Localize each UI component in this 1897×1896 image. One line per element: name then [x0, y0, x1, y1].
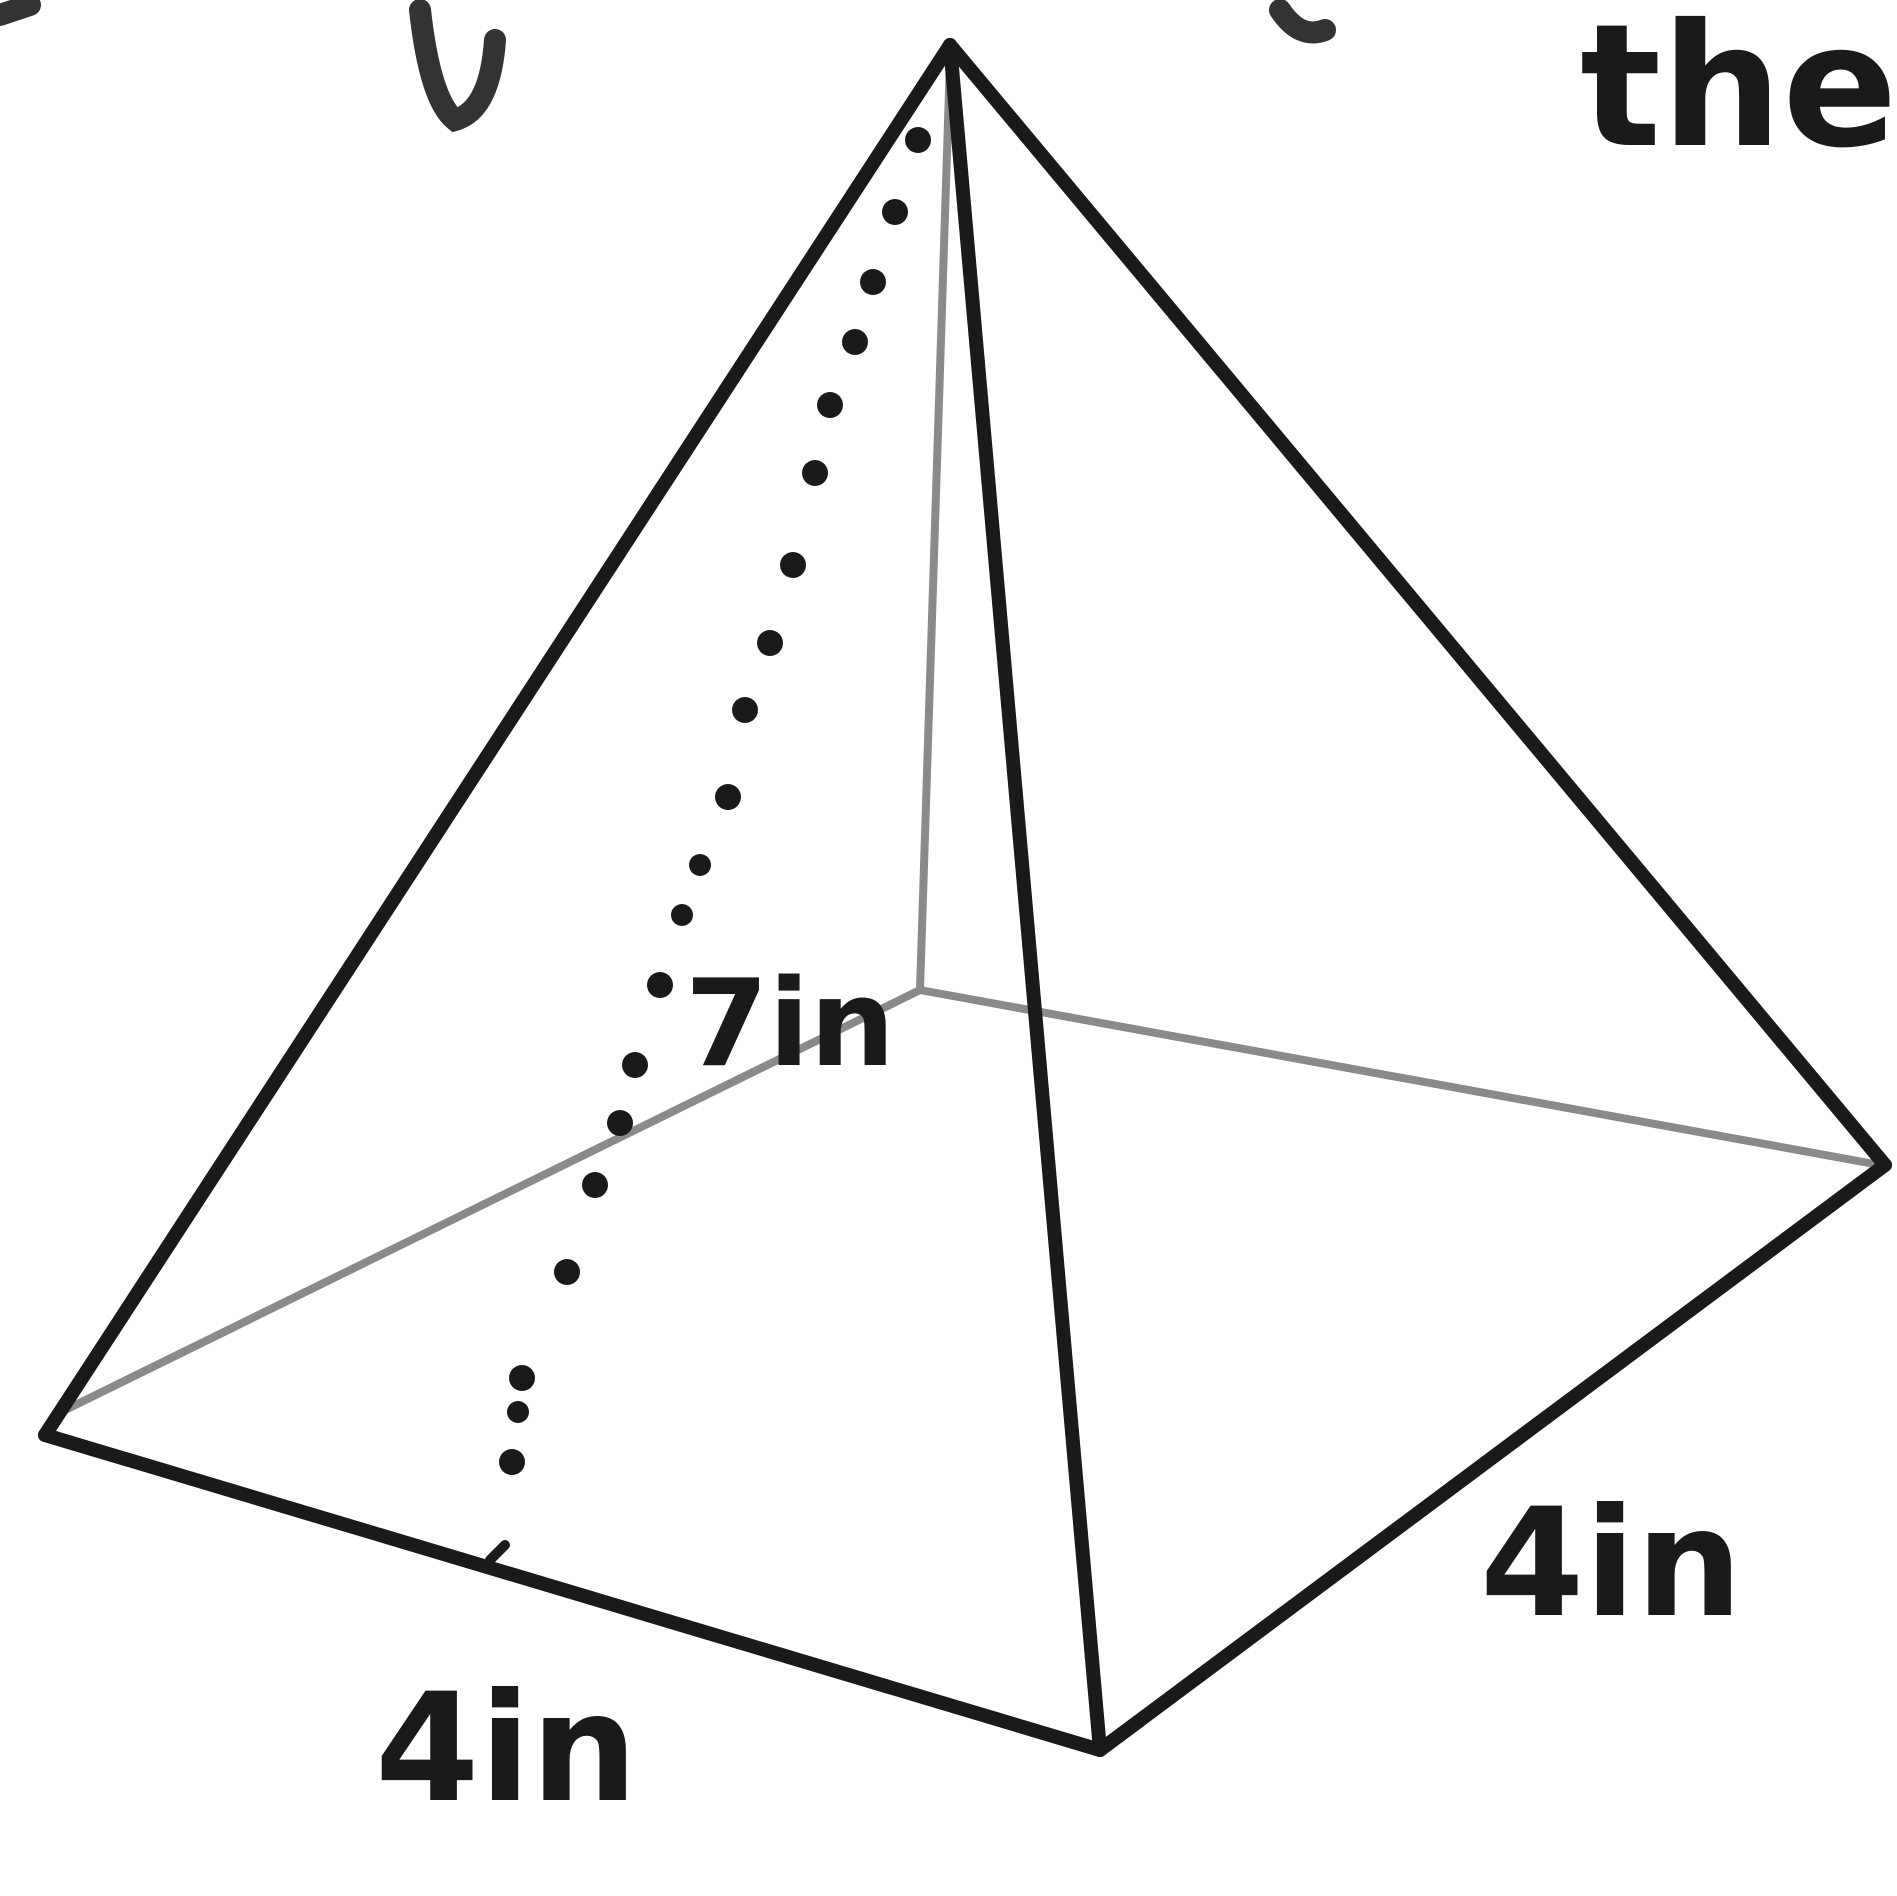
top-cropped-handwriting — [0, 0, 1336, 133]
edge-base-front-right — [1093, 1158, 1892, 1757]
slant-height-foot-mark — [485, 1540, 510, 1565]
edge-apex-front — [943, 38, 1107, 1757]
edge-apex-right — [943, 38, 1892, 1172]
height-label: 7in — [685, 955, 895, 1094]
edge-base-front-left — [38, 1428, 1107, 1757]
top-partial-text: the — [1580, 0, 1897, 186]
slant-height-dots — [499, 127, 931, 1475]
base-front-label: 4in — [375, 1662, 638, 1836]
hidden-edge-left-back — [51, 986, 924, 1419]
visible-edges — [38, 38, 1892, 1757]
hidden-edges — [51, 56, 1884, 1419]
edge-apex-left — [38, 38, 957, 1442]
height-line — [916, 56, 954, 994]
hidden-edge-back-right — [916, 986, 1884, 1169]
base-right-label: 4in — [1480, 1477, 1743, 1651]
